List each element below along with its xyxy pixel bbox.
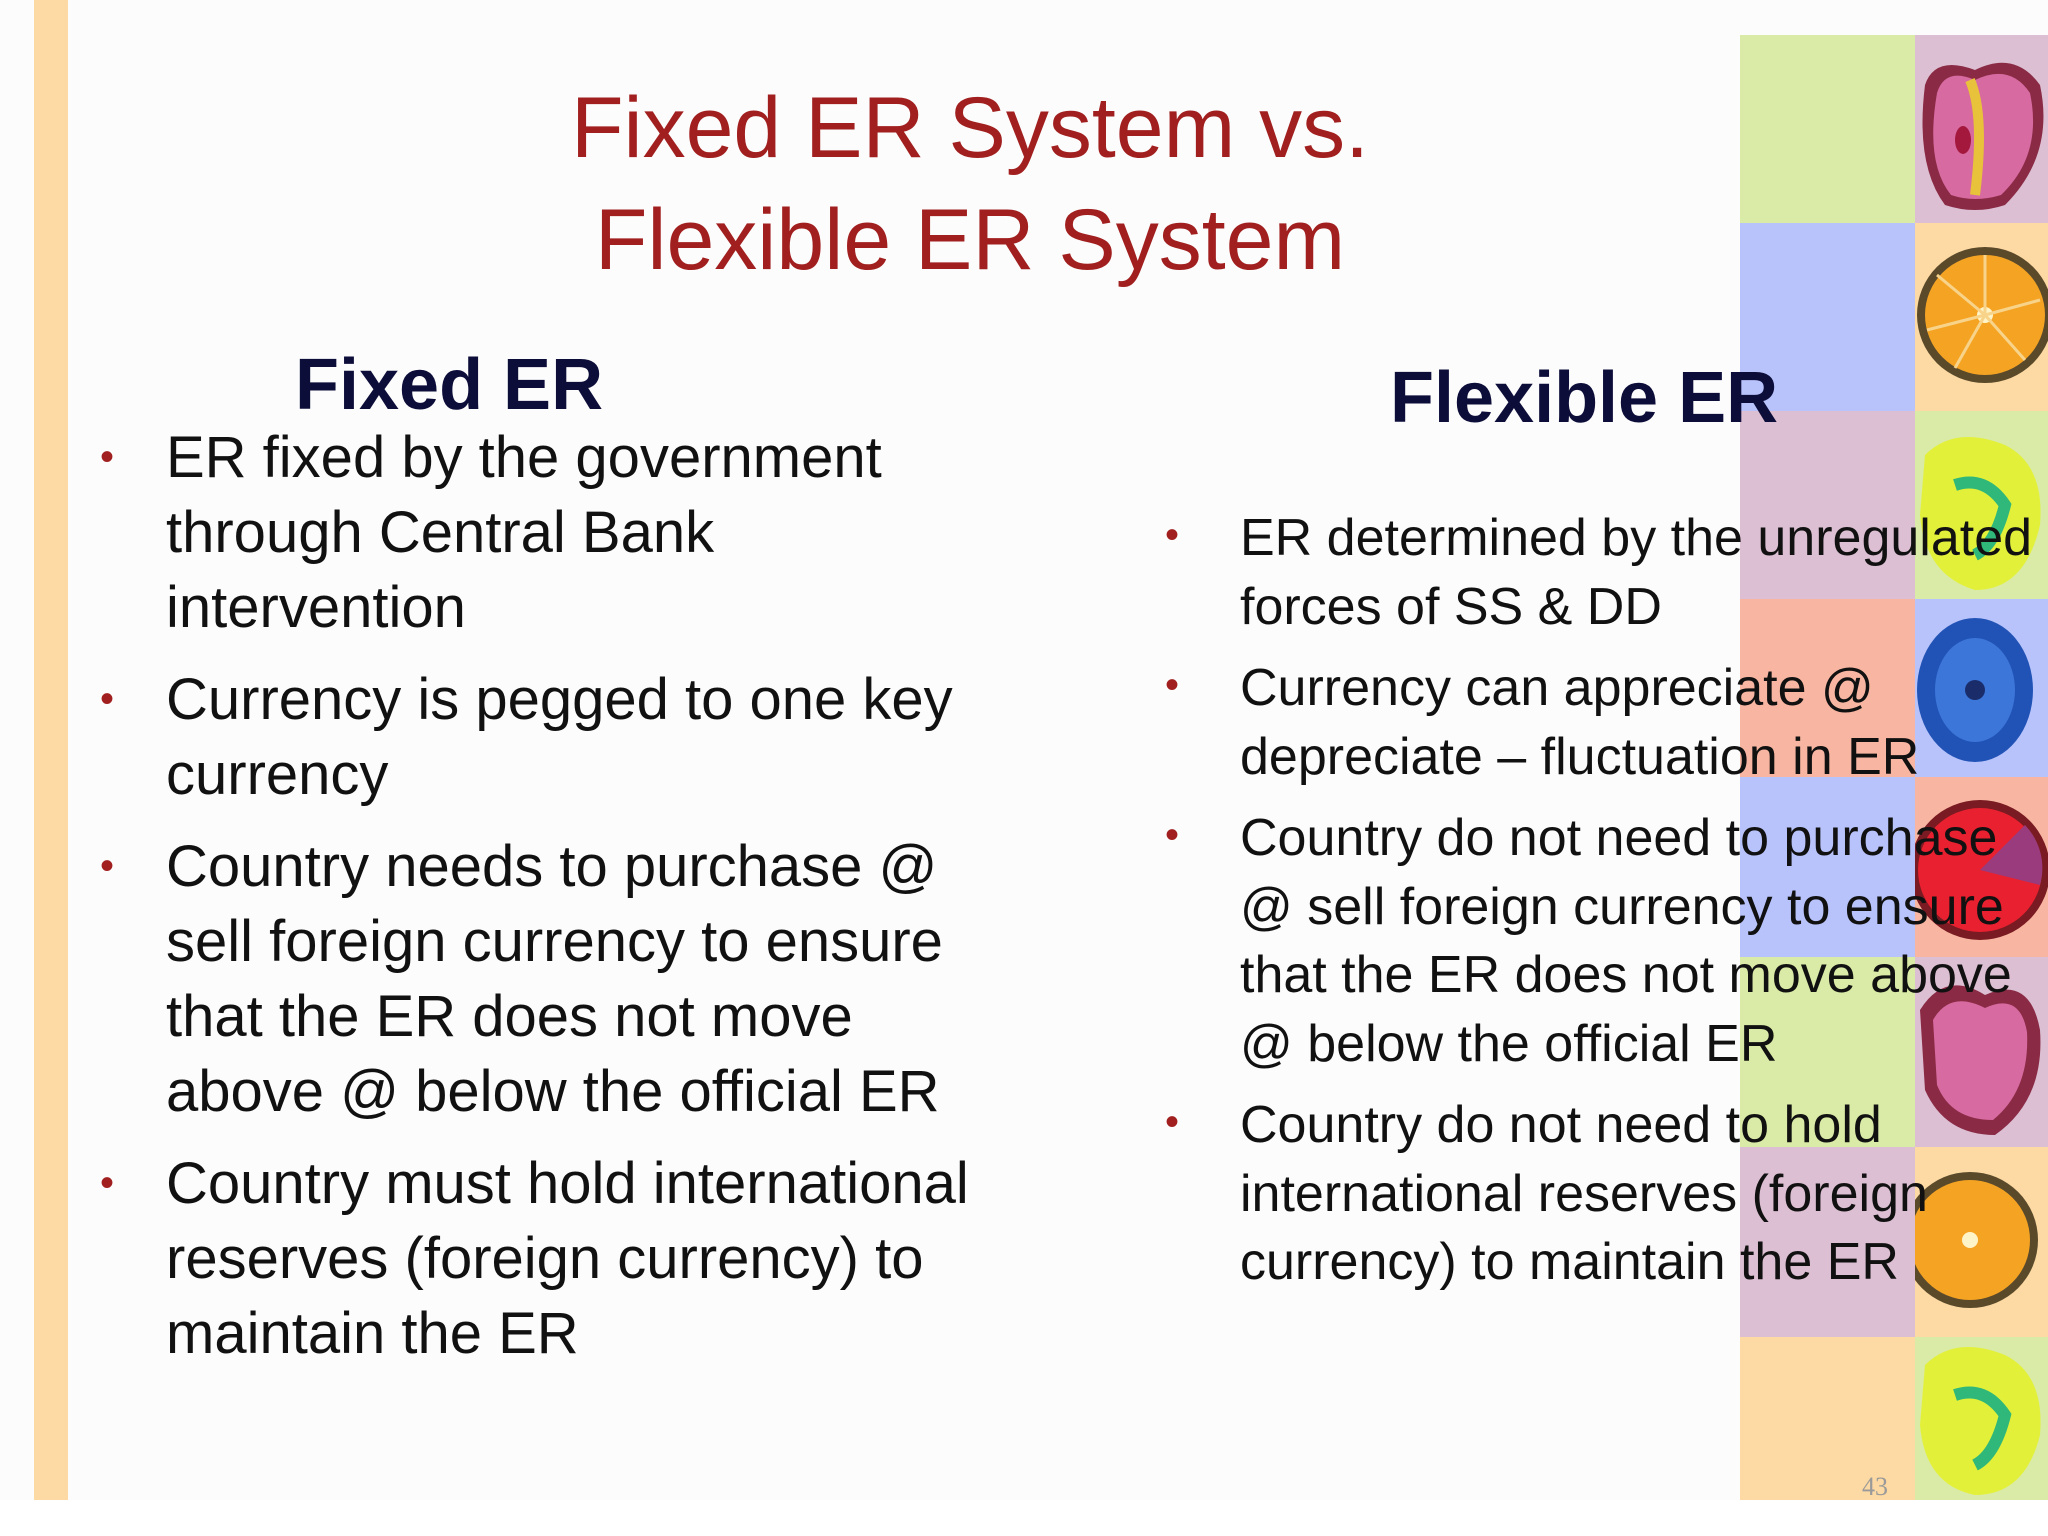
list-item: • Currency can appreciate @ depreciate –… <box>1165 654 2035 791</box>
orange-slice-icon <box>1917 247 2048 383</box>
bullet-text: ER determined by the unregulated forces … <box>1240 509 2033 636</box>
fixed-er-heading: Fixed ER <box>295 345 604 425</box>
bullet-icon: • <box>100 1161 115 1205</box>
list-item: • Country must hold international reserv… <box>100 1146 970 1371</box>
left-accent-bar <box>34 0 68 1500</box>
decor-tile <box>1740 411 1915 599</box>
bullet-text: Country must hold international reserves… <box>166 1151 969 1366</box>
red-orange-slice-icon <box>1915 800 2048 940</box>
apple-slice-icon <box>1922 62 2044 211</box>
bullet-text: Country do not need to purchase @ sell f… <box>1240 809 2012 1073</box>
bullet-text: Country do not need to hold internationa… <box>1240 1096 1928 1291</box>
list-item: • ER determined by the unregulated force… <box>1165 504 2035 641</box>
blue-fruit-slice-icon <box>1917 618 2033 762</box>
green-apple-slice-icon <box>1920 1347 2041 1495</box>
bullet-icon: • <box>100 677 115 721</box>
title-line-2: Flexible ER System <box>594 192 1346 288</box>
decor-tile <box>1740 957 1915 1147</box>
flexible-er-bullet-list: • ER determined by the unregulated force… <box>1165 504 2035 1310</box>
decor-tile <box>1740 777 1915 957</box>
decor-tile <box>1740 599 1915 777</box>
list-item: • Currency is pegged to one key currency <box>100 662 970 812</box>
green-apple-slice-icon <box>1920 437 2041 590</box>
bullet-text: Country needs to purchase @ sell foreign… <box>166 834 943 1124</box>
orange-slice-icon <box>1915 1172 2038 1308</box>
decor-tile <box>1740 1147 1915 1337</box>
bullet-icon: • <box>1165 513 1180 557</box>
list-item: • Country needs to purchase @ sell forei… <box>100 829 970 1129</box>
slide-title: Fixed ER System vs. Flexible ER System <box>300 72 1640 296</box>
list-item: • Country do not need to hold internatio… <box>1165 1091 2035 1297</box>
bullet-icon: • <box>100 435 115 479</box>
bullet-icon: • <box>100 844 115 888</box>
title-line-1: Fixed ER System vs. <box>570 80 1370 176</box>
bullet-text: ER fixed by the government through Centr… <box>166 425 882 640</box>
bullet-icon: • <box>1165 1100 1180 1144</box>
bullet-text: Currency can appreciate @ depreciate – f… <box>1240 659 1920 786</box>
decor-tile <box>1740 223 1915 411</box>
fixed-er-bullet-list: • ER fixed by the government through Cen… <box>100 420 970 1388</box>
list-item: • ER fixed by the government through Cen… <box>100 420 970 645</box>
bottom-margin <box>0 1500 2048 1536</box>
bullet-icon: • <box>1165 813 1180 857</box>
flexible-er-heading: Flexible ER <box>1390 358 1779 438</box>
decor-tile <box>1740 1337 1915 1500</box>
fruit-decoration-panel <box>1740 35 2048 1500</box>
apple-slice-icon <box>1920 985 2041 1135</box>
page-number: 43 <box>1862 1472 1888 1501</box>
bullet-text: Currency is pegged to one key currency <box>166 667 953 807</box>
decor-tile <box>1740 35 1915 223</box>
bullet-icon: • <box>1165 663 1180 707</box>
list-item: • Country do not need to purchase @ sell… <box>1165 804 2035 1078</box>
